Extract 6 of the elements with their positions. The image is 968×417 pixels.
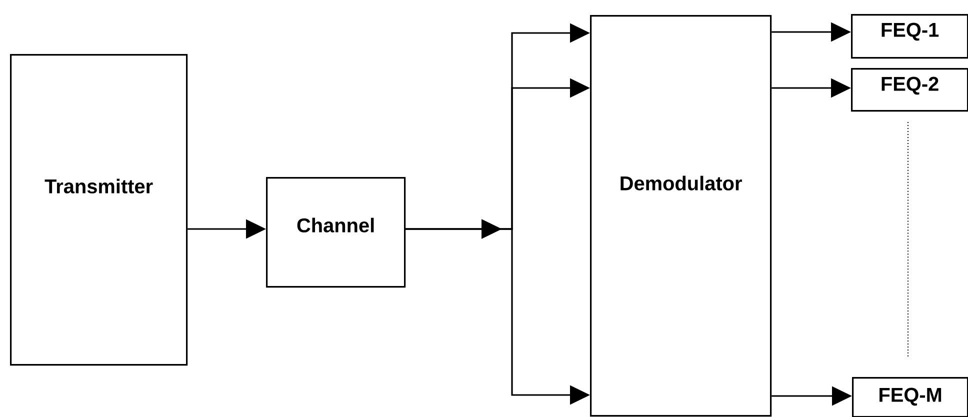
- equalizer-box: FEQ-2: [851, 68, 968, 112]
- channel-box: Channel: [266, 177, 406, 288]
- demodulator-box: Demodulator: [590, 15, 772, 417]
- equalizer-box: FEQ-1: [851, 14, 968, 59]
- equalizer-box: FEQ-M: [852, 377, 968, 417]
- transmitter-box: Transmitter: [10, 54, 188, 366]
